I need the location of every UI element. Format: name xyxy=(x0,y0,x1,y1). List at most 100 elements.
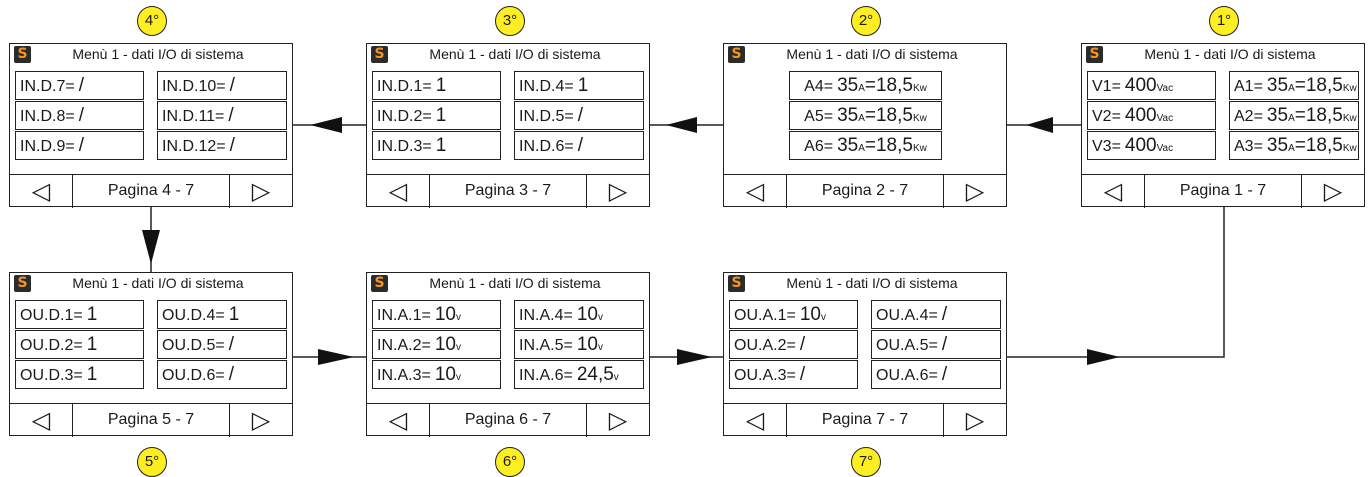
io-value: 10 xyxy=(576,334,598,355)
io-unit: Vac xyxy=(1156,143,1174,154)
io-unit: A xyxy=(1288,113,1295,124)
page-navigation: ◁ Pagina 4 - 7 ▷ xyxy=(10,174,292,208)
menu-title: Menù 1 - dati I/O di sistema xyxy=(72,46,244,62)
io-value: / xyxy=(228,334,234,355)
step-badge-3: 3° xyxy=(495,6,525,36)
io-value: / xyxy=(228,105,234,126)
next-page-button[interactable]: ▷ xyxy=(229,404,292,437)
io-label: OU.D.6= xyxy=(162,367,225,384)
io-value: 400 xyxy=(1124,75,1157,96)
page-navigation: ◁Pagina 7 - 7▷ xyxy=(724,403,1006,437)
page-indicator: Pagina 4 - 7 xyxy=(107,182,195,199)
io-label: IN.D.12= xyxy=(162,138,226,155)
step-badge-7: 7° xyxy=(851,447,881,477)
io-value-cell: OU.D.4=1 xyxy=(157,300,287,329)
next-page-button[interactable]: ▷ xyxy=(586,175,649,208)
io-value-cell: OU.A.3=/ xyxy=(729,360,858,389)
next-page-button[interactable]: ▷ xyxy=(943,404,1006,437)
step-badge-2: 2° xyxy=(851,6,881,36)
io-value-cell: IN.D.1=1 xyxy=(372,71,501,100)
prev-page-button[interactable]: ◁ xyxy=(367,404,430,437)
io-value: 1 xyxy=(435,135,447,156)
io-unit: v xyxy=(455,312,461,323)
next-page-button[interactable]: ▷ xyxy=(229,175,292,208)
step-badge-4: 4° xyxy=(137,6,167,36)
step-badge-6: 6° xyxy=(495,447,525,477)
menu-title: Menù 1 - dati I/O di sistema xyxy=(1144,46,1316,62)
io-label: IN.D.9= xyxy=(20,138,75,155)
page-indicator: Pagina 1 - 7 xyxy=(1179,182,1267,199)
io-value: / xyxy=(941,364,948,385)
io-value: / xyxy=(229,135,235,156)
io-unit-secondary: Kw xyxy=(912,113,927,124)
io-value-cell: A6=35A=18,5Kw xyxy=(789,131,942,160)
io-unit: A xyxy=(858,113,865,124)
prev-page-button[interactable]: ◁ xyxy=(367,175,430,208)
io-value-secondary: =18,5 xyxy=(1294,135,1343,156)
io-label: A3= xyxy=(1234,138,1263,155)
io-label: V3= xyxy=(1092,138,1121,155)
page-indicator: Pagina 3 - 7 xyxy=(464,182,552,199)
prev-page-button[interactable]: ◁ xyxy=(10,175,73,208)
io-value-cell: OU.D.2=1 xyxy=(15,330,144,359)
io-value: 1 xyxy=(86,304,98,325)
next-page-button[interactable]: ▷ xyxy=(943,175,1006,208)
prev-page-button[interactable]: ◁ xyxy=(724,175,787,208)
io-value-cell: IN.D.6=/ xyxy=(514,131,644,160)
io-value: 10 xyxy=(434,334,456,355)
io-value-cell: V2=400Vac xyxy=(1087,101,1216,130)
next-page-button[interactable]: ▷ xyxy=(586,404,649,437)
io-value-cell: OU.D.1=1 xyxy=(15,300,144,329)
io-value-secondary: =18,5 xyxy=(1294,105,1343,126)
io-value: 1 xyxy=(86,364,98,385)
io-unit: A xyxy=(858,83,865,94)
io-label: IN.D.5= xyxy=(519,108,574,125)
prev-page-button[interactable]: ◁ xyxy=(1082,175,1145,208)
io-value-cell: IN.A.6=24,5v xyxy=(514,360,644,389)
io-value-cell: IN.D.2=1 xyxy=(372,101,501,130)
io-value: 1 xyxy=(435,75,447,96)
io-value-cell: IN.D.9=/ xyxy=(15,131,144,160)
io-value-cell: OU.A.5=/ xyxy=(871,330,1001,359)
menu-title: Menù 1 - dati I/O di sistema xyxy=(429,46,601,62)
io-label: IN.D.4= xyxy=(519,78,574,95)
io-value: / xyxy=(577,105,583,126)
io-label: IN.A.3= xyxy=(377,367,431,384)
io-value-cell: IN.D.12=/ xyxy=(157,131,287,160)
io-value: 35 xyxy=(837,105,859,126)
prev-page-button[interactable]: ◁ xyxy=(10,404,73,437)
page-navigation: ◁ Pagina 1 - 7 ▷ xyxy=(1082,174,1364,208)
io-value: 24,5 xyxy=(576,364,614,385)
io-value-cell: A1=35A=18,5Kw xyxy=(1229,71,1359,100)
io-value: 1 xyxy=(228,304,240,325)
io-value-cell: OU.D.6=/ xyxy=(157,360,287,389)
io-value-cell: IN.A.4=10v xyxy=(514,300,644,329)
io-value: 400 xyxy=(1124,135,1157,156)
next-page-button[interactable]: ▷ xyxy=(1301,175,1364,208)
io-unit: v xyxy=(597,342,603,353)
io-value-cell: IN.A.1=10v xyxy=(372,300,501,329)
prev-page-button[interactable]: ◁ xyxy=(724,404,787,437)
io-value-cell: IN.A.5=10v xyxy=(514,330,644,359)
io-value: / xyxy=(78,75,84,96)
io-label: OU.A.3= xyxy=(734,367,796,384)
io-label: OU.A.1= xyxy=(734,307,796,324)
io-unit-secondary: Kw xyxy=(1342,143,1357,154)
io-label: IN.D.11= xyxy=(162,108,225,125)
io-label: A2= xyxy=(1234,108,1263,125)
io-value-cell: IN.A.2=10v xyxy=(372,330,501,359)
menu-header: S Menù 1 - dati I/O di sistema xyxy=(1082,44,1364,65)
io-value: 10 xyxy=(434,364,456,385)
io-value: / xyxy=(577,135,583,156)
io-value-secondary: =18,5 xyxy=(864,105,913,126)
io-value-cell: OU.A.2=/ xyxy=(729,330,858,359)
app-logo-icon: S xyxy=(1086,46,1103,63)
io-value: 1 xyxy=(435,105,447,126)
